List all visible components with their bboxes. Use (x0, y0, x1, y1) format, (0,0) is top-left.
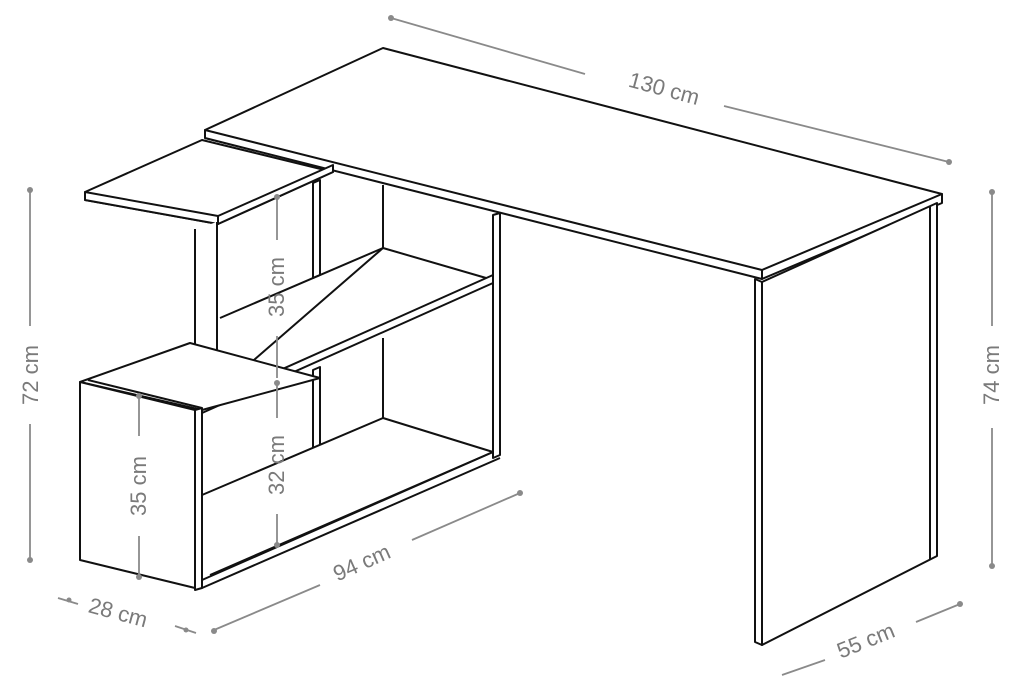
dim-cabinet-height (136, 393, 142, 580)
label-desk-height: 74 cm (978, 345, 1004, 405)
dim-shelf-total-height (27, 187, 33, 563)
label-upper-shelf-height: 35 cm (263, 257, 289, 317)
dim-desk-height (989, 189, 995, 569)
shelf-upright-right (492, 212, 501, 459)
dim-desk-width (388, 15, 952, 165)
desk-leg-panel (754, 278, 763, 646)
dim-shelf-unit-depth (57, 597, 197, 634)
label-middle-shelf-height: 32 cm (263, 435, 289, 495)
dim-desk-depth (781, 601, 963, 676)
dim-shelf-unit-length (211, 490, 523, 634)
dim-middle-shelf-height (274, 383, 280, 548)
label-cabinet-height: 35 cm (125, 456, 151, 516)
label-shelf-total-height: 72 cm (17, 345, 43, 405)
